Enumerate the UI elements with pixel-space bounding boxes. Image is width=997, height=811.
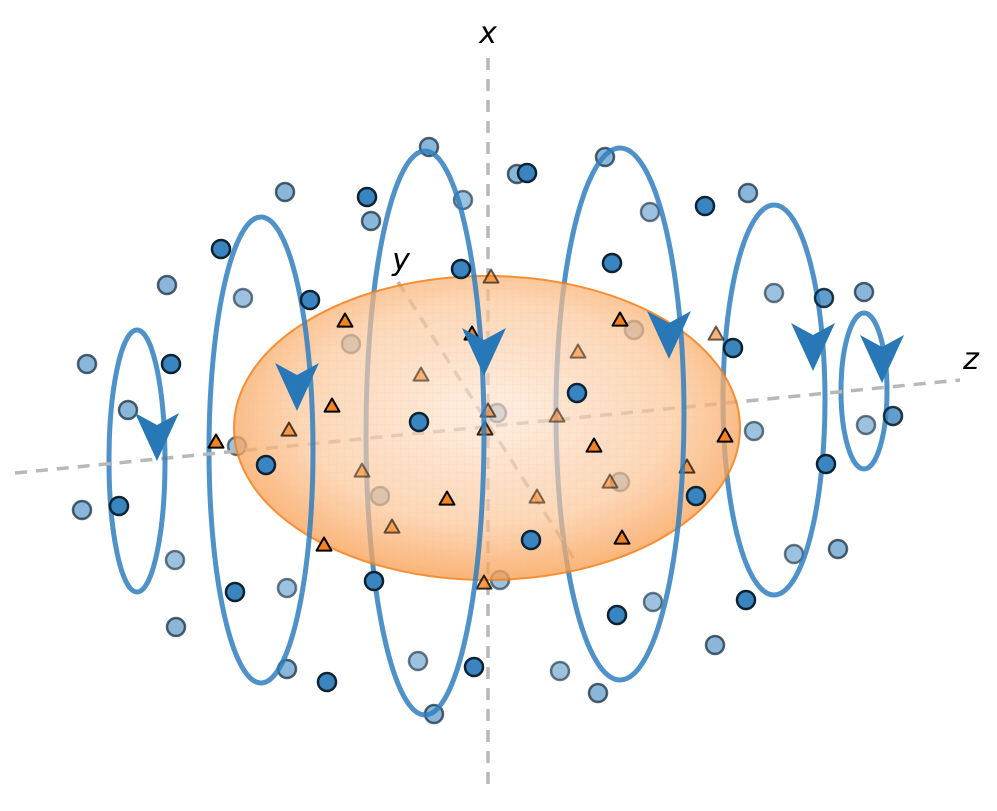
circle-marker-icon xyxy=(76,353,98,375)
circle-marker-icon xyxy=(232,287,254,309)
triangle-marker-icon xyxy=(323,397,341,413)
front-particle-layer xyxy=(108,162,904,693)
circle-marker-icon xyxy=(463,656,485,678)
circle-marker-icon xyxy=(108,495,130,517)
triangle-marker-icon xyxy=(315,536,333,552)
triangle-marker-icon xyxy=(207,433,225,449)
triangle-marker-icon xyxy=(353,462,371,478)
current-loop-3-front-arc xyxy=(424,148,487,718)
circle-marker-icon xyxy=(722,337,744,359)
triangle-marker-icon xyxy=(475,574,493,590)
triangle-marker-icon xyxy=(438,490,456,506)
arrowhead-down-icon xyxy=(647,311,691,359)
circle-marker-icon xyxy=(685,485,707,507)
circle-marker-icon xyxy=(737,182,759,204)
triangle-marker-icon xyxy=(383,518,401,534)
circle-marker-icon xyxy=(450,258,472,280)
current-loop-6-front-arc xyxy=(863,310,890,472)
current-loop-2-back-arc xyxy=(206,214,262,686)
circle-marker-icon xyxy=(855,414,877,436)
ion-marker-layer xyxy=(207,268,734,590)
triangle-marker-icon xyxy=(716,427,734,443)
circle-marker-icon xyxy=(639,201,661,223)
triangle-marker-icon xyxy=(528,488,546,504)
circle-marker-icon xyxy=(363,570,385,592)
circle-marker-icon xyxy=(853,281,875,303)
circle-marker-icon xyxy=(743,420,765,442)
circle-marker-icon xyxy=(210,238,232,260)
circle-marker-icon xyxy=(408,411,430,433)
circle-marker-icon xyxy=(783,543,805,565)
circle-marker-icon xyxy=(587,682,609,704)
triangle-marker-icon xyxy=(336,312,354,328)
y-axis-label: y xyxy=(391,243,411,278)
triangle-marker-icon xyxy=(280,421,298,437)
circle-marker-icon xyxy=(704,634,726,656)
current-loop-2-front-arc xyxy=(260,214,316,686)
triangle-marker-icon xyxy=(707,325,725,341)
circle-marker-icon xyxy=(520,529,542,551)
circle-marker-icon xyxy=(276,577,298,599)
circle-marker-icon xyxy=(606,604,628,626)
circle-marker-icon xyxy=(316,671,338,693)
triangle-marker-icon xyxy=(548,407,566,423)
circle-marker-icon xyxy=(549,660,571,682)
current-loop-1-front-arc xyxy=(136,327,168,595)
circle-marker-icon xyxy=(642,591,664,613)
circle-marker-icon xyxy=(516,162,538,184)
triangle-marker-icon xyxy=(611,311,629,327)
triangle-marker-icon xyxy=(569,343,587,359)
arrowhead-down-icon xyxy=(462,328,506,376)
circle-marker-icon xyxy=(156,274,178,296)
circle-marker-icon xyxy=(165,616,187,638)
arrowhead-down-icon xyxy=(135,413,179,461)
circle-marker-icon xyxy=(566,382,588,404)
circle-marker-icon xyxy=(827,538,849,560)
triangle-marker-icon xyxy=(412,366,430,382)
circle-marker-icon xyxy=(601,252,623,274)
circle-marker-icon xyxy=(274,181,296,203)
circle-marker-icon xyxy=(71,499,93,521)
circle-marker-icon xyxy=(694,195,716,217)
circle-marker-icon xyxy=(882,405,904,427)
triangle-marker-icon xyxy=(585,437,603,453)
z-axis-line xyxy=(14,378,961,475)
circle-marker-icon xyxy=(164,549,186,571)
circle-marker-icon xyxy=(735,589,757,611)
circle-marker-icon xyxy=(815,453,837,475)
current-loop-1-back-arc xyxy=(106,327,138,595)
circle-marker-icon xyxy=(255,454,277,476)
z-axis-label: z xyxy=(962,342,980,377)
arrowhead-down-icon xyxy=(791,323,835,371)
circle-marker-icon xyxy=(160,353,182,375)
triangle-marker-icon xyxy=(482,268,500,284)
triangle-marker-icon xyxy=(601,473,619,489)
arrow-layer xyxy=(135,311,904,461)
x-axis-label: x xyxy=(478,16,497,51)
arrowhead-down-icon xyxy=(275,363,319,411)
arrowhead-down-icon xyxy=(860,335,904,383)
current-loop-5-front-arc xyxy=(773,202,828,598)
circle-marker-icon xyxy=(299,289,321,311)
circle-marker-icon xyxy=(763,282,785,304)
triangle-marker-icon xyxy=(613,529,631,545)
front-loop-layer xyxy=(136,145,890,718)
circle-marker-icon xyxy=(360,210,382,232)
circle-marker-icon xyxy=(224,581,246,603)
circle-marker-icon xyxy=(407,650,429,672)
circle-marker-icon xyxy=(813,287,835,309)
axis-label-layer: x y z xyxy=(391,16,980,377)
circle-marker-icon xyxy=(117,399,139,421)
circle-marker-icon xyxy=(356,186,378,208)
current-loop-4-front-arc xyxy=(619,145,687,683)
